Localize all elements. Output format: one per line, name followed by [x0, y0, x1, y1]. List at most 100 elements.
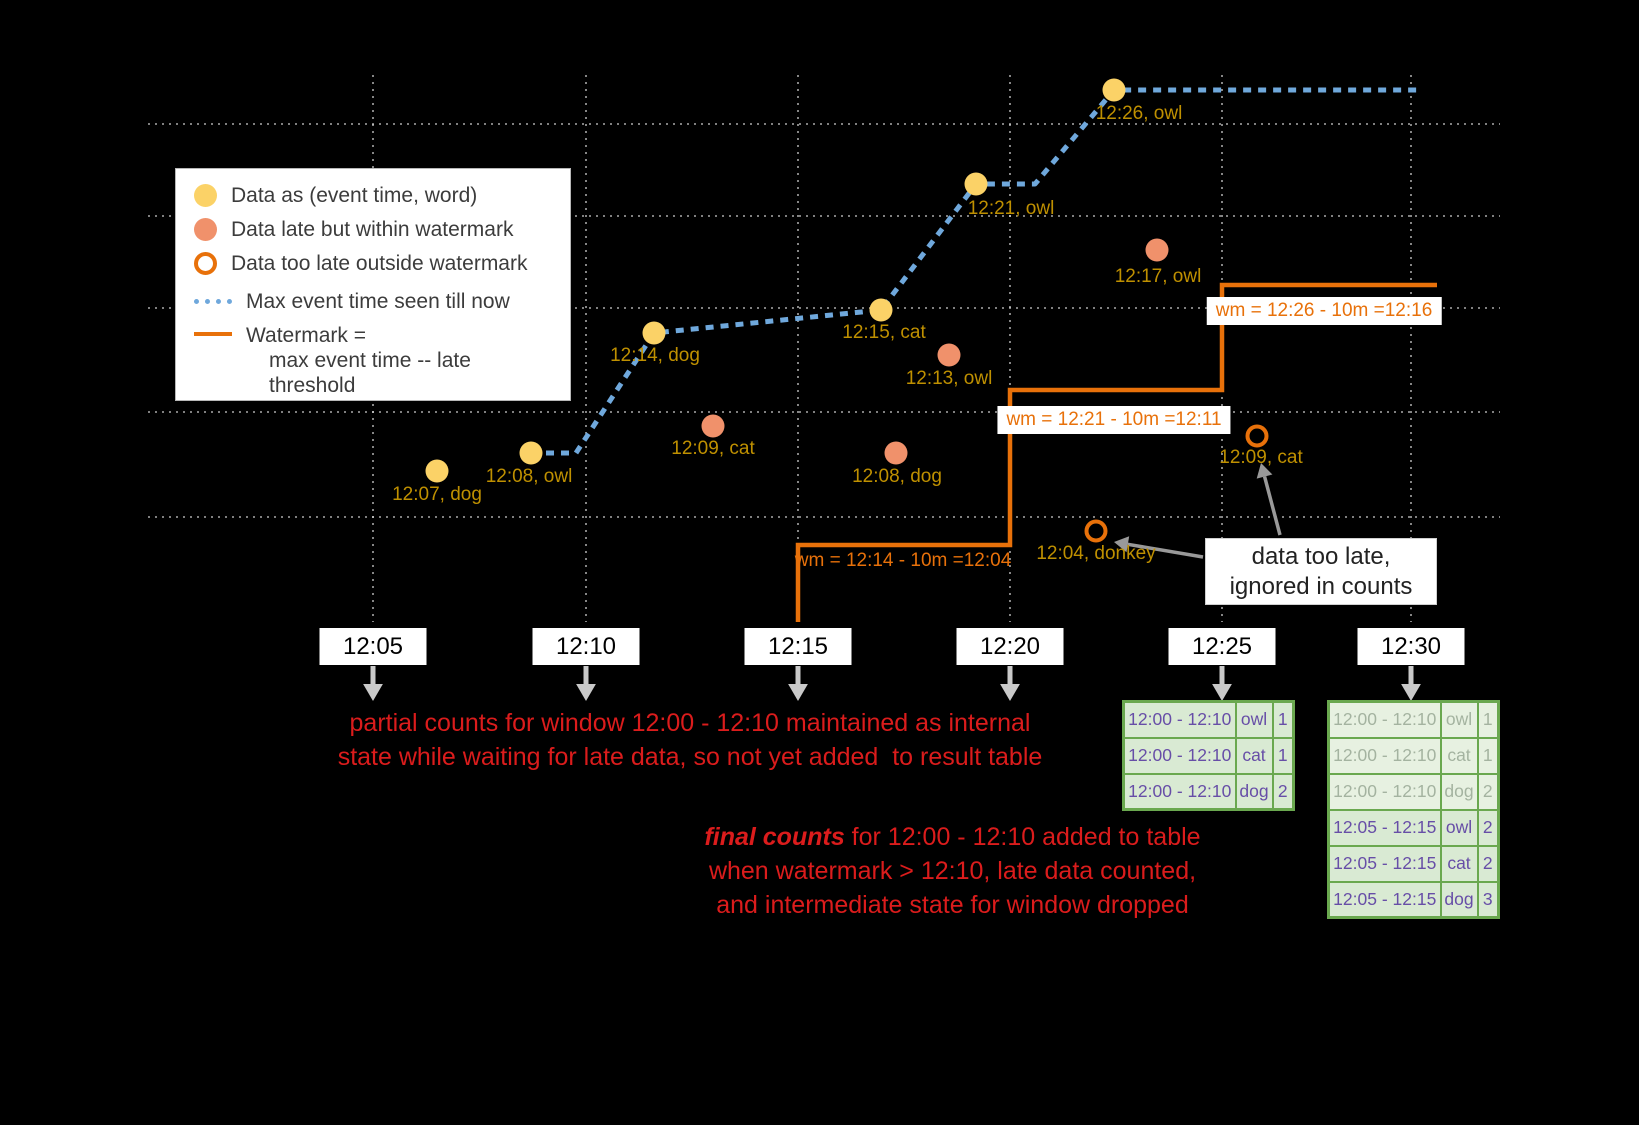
cell-count: 2	[1271, 772, 1295, 811]
legend-sublabel: max event time -- late threshold	[269, 349, 471, 397]
point-label: 12:04, donkey	[1036, 543, 1156, 564]
tick-arrow-head	[1401, 684, 1421, 701]
cell-word: dog	[1234, 772, 1274, 811]
cell-count: 2	[1476, 808, 1500, 847]
max-event-time-line-icon	[194, 299, 232, 304]
legend-items: Data as (event time, word) Data late but …	[194, 183, 554, 398]
late-dot-icon	[194, 218, 217, 241]
data-point-on-time	[642, 321, 666, 345]
data-point-late	[937, 343, 961, 367]
tick-arrow-head	[1212, 684, 1232, 701]
point-label: 12:17, owl	[1114, 266, 1202, 287]
tick-arrow-head	[1000, 684, 1020, 701]
data-point-late	[1145, 238, 1169, 262]
callout-arrow-stem	[1262, 476, 1282, 536]
legend-label: Data too late outside watermark	[231, 252, 528, 275]
note-line: state while waiting for late data, so no…	[337, 743, 1043, 771]
data-point-on-time	[519, 441, 543, 465]
tick-arrow-head	[576, 684, 596, 701]
data-point-late	[701, 414, 725, 438]
legend-item: Watermark =max event time -- late thresh…	[194, 323, 554, 398]
too-late-callout: data too late, ignored in counts	[1205, 538, 1437, 605]
legend-label: Max event time seen till now	[246, 290, 510, 313]
legend-item: Data as (event time, word)	[194, 183, 554, 208]
time-tick-12-25: 12:25	[1168, 628, 1276, 665]
cell-count: 1	[1476, 700, 1500, 739]
point-label: 12:26, owl	[1095, 103, 1183, 124]
cell-word: cat	[1439, 736, 1479, 775]
time-tick-12-30: 12:30	[1357, 628, 1465, 665]
point-label: 12:09, cat	[671, 438, 755, 459]
time-tick-12-10: 12:10	[532, 628, 640, 665]
max-event-time-line	[531, 87, 1418, 456]
cell-window: 12:00 - 12:10	[1122, 700, 1237, 739]
note-final-counts: final counts for 12:00 - 12:10 added to …	[645, 820, 1260, 922]
time-tick-12-20: 12:20	[956, 628, 1064, 665]
cell-word: owl	[1439, 808, 1479, 847]
point-label: 12:15, cat	[842, 322, 926, 343]
note-line: final counts for 12:00 - 12:10 added to …	[645, 820, 1260, 854]
data-point-too-late	[1084, 519, 1108, 543]
watermark-label: wm = 12:14 - 10m =12:04	[794, 550, 1012, 571]
cell-word: cat	[1439, 844, 1479, 883]
time-tick-12-15: 12:15	[744, 628, 852, 665]
time-tick-12-05: 12:05	[319, 628, 427, 665]
cell-count: 2	[1476, 844, 1500, 883]
on-time-dot-icon	[194, 184, 217, 207]
callout-line: data too late,	[1251, 542, 1391, 570]
data-point-late	[884, 441, 908, 465]
watermark-line-icon	[194, 332, 232, 336]
point-label: 12:08, owl	[485, 466, 573, 487]
cell-window: 12:00 - 12:10	[1327, 700, 1442, 739]
tick-arrow-head	[788, 684, 808, 701]
note-emphasis: final counts	[704, 823, 845, 851]
cell-word: dog	[1439, 880, 1479, 919]
cell-window: 12:00 - 12:10	[1122, 772, 1237, 811]
cell-count: 1	[1271, 736, 1295, 775]
cell-count: 3	[1476, 880, 1500, 919]
cell-word: cat	[1234, 736, 1274, 775]
note-line: when watermark > 12:10, late data counte…	[708, 857, 1197, 885]
note-line: partial counts for window 12:00 - 12:10 …	[349, 709, 1031, 737]
cell-count: 2	[1476, 772, 1500, 811]
data-point-on-time	[964, 172, 988, 196]
legend-label: Data late but within watermark	[231, 218, 514, 241]
cell-window: 12:05 - 12:15	[1327, 808, 1442, 847]
watermark-label: wm = 12:26 - 10m =12:16	[1206, 297, 1442, 325]
tick-arrow-head	[363, 684, 383, 701]
data-point-on-time	[869, 298, 893, 322]
point-label: 12:14, dog	[610, 345, 700, 366]
legend-label: Data as (event time, word)	[231, 184, 478, 207]
too-late-circle-icon	[194, 252, 217, 275]
watermark-label: wm = 12:21 - 10m =12:11	[997, 406, 1231, 434]
cell-word: owl	[1439, 700, 1479, 739]
legend-item: Data late but within watermark	[194, 217, 554, 242]
note-line1-rest: for 12:00 - 12:10 added to table	[844, 823, 1201, 851]
data-point-too-late	[1245, 424, 1269, 448]
cell-count: 1	[1271, 700, 1295, 739]
cell-window: 12:00 - 12:10	[1122, 736, 1237, 775]
data-point-on-time	[425, 459, 449, 483]
cell-word: owl	[1234, 700, 1274, 739]
point-label: 12:07, dog	[392, 484, 482, 505]
point-label: 12:08, dog	[852, 466, 942, 487]
cell-word: dog	[1439, 772, 1479, 811]
note-line: and intermediate state for window droppe…	[716, 891, 1189, 919]
legend-item: Max event time seen till now	[194, 289, 554, 314]
data-point-on-time	[1102, 78, 1126, 102]
cell-window: 12:00 - 12:10	[1327, 772, 1442, 811]
cell-window: 12:00 - 12:10	[1327, 736, 1442, 775]
legend-label: Watermark =max event time -- late thresh…	[246, 323, 554, 398]
legend-item: Data too late outside watermark	[194, 251, 554, 276]
note-partial-counts: partial counts for window 12:00 - 12:10 …	[325, 706, 1055, 774]
